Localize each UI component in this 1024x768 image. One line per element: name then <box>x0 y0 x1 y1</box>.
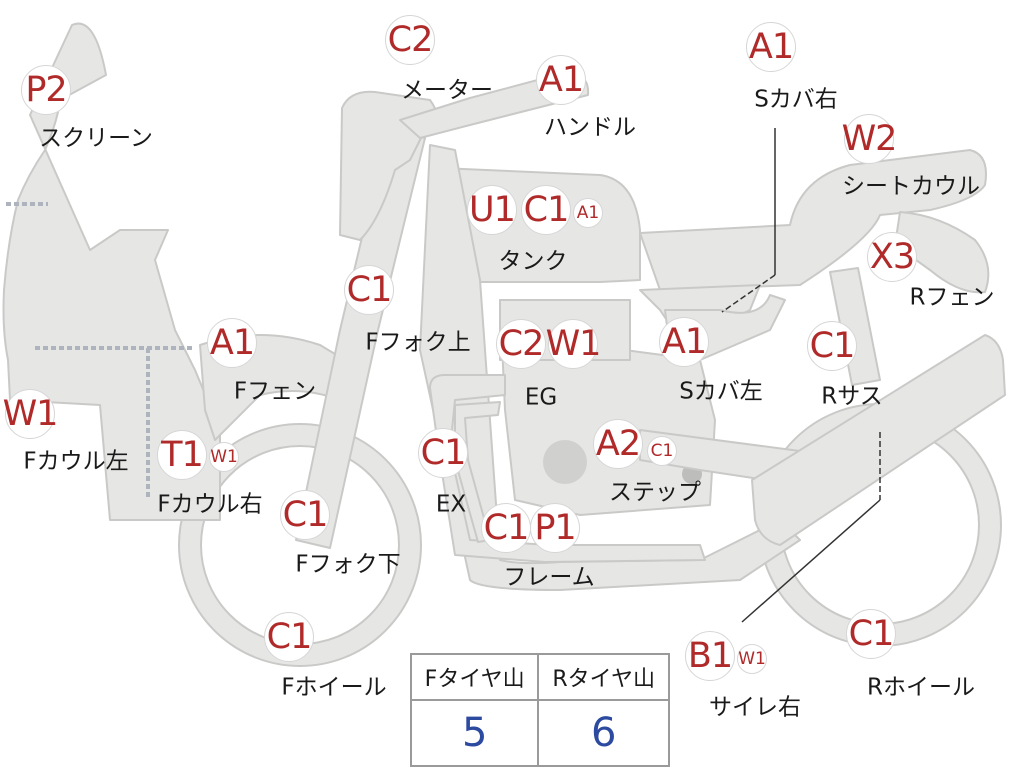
tank-u-grade-badge: U1 <box>467 185 517 235</box>
seat-cowl-label: シートカウル <box>842 173 980 200</box>
muffler-w-grade-badge: W1 <box>737 644 767 674</box>
side-cover-right-grade-badge: A1 <box>746 22 796 72</box>
handle-label: ハンドル <box>544 114 636 141</box>
tank-a-grade-badge: A1 <box>573 198 603 228</box>
rear-fender-shape <box>894 211 990 294</box>
step-c-grade-badge: C1 <box>647 436 677 466</box>
muffler-shape <box>751 334 1006 546</box>
front-wheel-grade-badge: C1 <box>264 612 314 662</box>
seat-cowl-shape <box>639 149 987 291</box>
engine-label: EG <box>524 384 558 411</box>
front-cowl-left-grade-badge: W1 <box>3 389 58 439</box>
front-cowl-right-label: Fカウル右 <box>157 491 263 518</box>
side-cover-right-label: Sカバ右 <box>754 86 838 113</box>
front-cowl-shape <box>2 22 221 521</box>
front-fork-upper-grade-badge: C1 <box>344 265 394 315</box>
front-fork-upper-label: Fフォク上 <box>365 329 471 356</box>
rear-suspension-grade-badge: C1 <box>807 321 857 371</box>
tank-label: タンク <box>498 248 568 275</box>
exhaust-pipe-upper <box>454 401 501 543</box>
front-tire-tread-value: 5 <box>409 699 540 767</box>
frame-c-grade-badge: C1 <box>481 503 531 553</box>
rear-wheel-grade-badge: C1 <box>846 609 896 659</box>
rear-tire-tread-value: 6 <box>537 699 670 767</box>
side-cover-left-grade-badge: A1 <box>659 317 709 367</box>
rear-suspension-label: Rサス <box>821 383 883 410</box>
rear-fender-grade-badge: X3 <box>867 232 917 282</box>
rear-fender-label: Rフェン <box>909 284 995 311</box>
meter-grade-badge: C2 <box>385 15 435 65</box>
front-fork-lower-grade-badge: C1 <box>280 490 330 540</box>
tire-tread-table: Fタイヤ山 Rタイヤ山 5 6 <box>409 653 670 767</box>
frame-p-grade-badge: P1 <box>530 503 580 553</box>
front-fork-lower-label: Fフォク下 <box>295 551 401 578</box>
front-fender-grade-badge: A1 <box>207 318 257 368</box>
side-cover-right-leader-dash <box>721 274 776 313</box>
engine-c-grade-badge: C2 <box>496 319 546 369</box>
muffler-b-grade-badge: B1 <box>685 631 735 681</box>
handle-grade-badge: A1 <box>536 55 586 105</box>
side-cover-left-label: Sカバ左 <box>679 378 763 405</box>
front-fork-shape <box>295 127 426 549</box>
rear-wheel-label: Rホイール <box>867 674 975 701</box>
step-label: ステップ <box>609 479 701 506</box>
front-cowl-left-label: Fカウル左 <box>23 448 129 475</box>
tank-c-grade-badge: C1 <box>521 185 571 235</box>
engine-case <box>543 440 587 484</box>
meter-label: メーター <box>401 77 493 104</box>
muffler-label: サイレ右 <box>709 694 801 721</box>
screen-grade-badge: P2 <box>21 65 71 115</box>
front-wheel-label: Fホイール <box>281 674 387 701</box>
front-fender-label: Fフェン <box>233 378 317 405</box>
seat-cowl-grade-badge: W2 <box>842 114 897 164</box>
frame-label: フレーム <box>503 564 595 591</box>
rear-tire-tread-header: Rタイヤ山 <box>537 653 670 701</box>
exhaust-grade-badge: C1 <box>418 428 468 478</box>
muffler-leader-tail <box>741 499 881 623</box>
front-cowl-right-t-grade-badge: T1 <box>157 430 207 480</box>
front-tire-tread-header: Fタイヤ山 <box>409 653 540 701</box>
exhaust-label: EX <box>435 491 467 518</box>
exhaust-shape <box>429 374 706 563</box>
screen-label: スクリーン <box>39 125 153 152</box>
step-a-grade-badge: A2 <box>593 419 643 469</box>
engine-w-grade-badge: W1 <box>546 319 601 369</box>
front-cowl-right-w-grade-badge: W1 <box>209 442 239 472</box>
